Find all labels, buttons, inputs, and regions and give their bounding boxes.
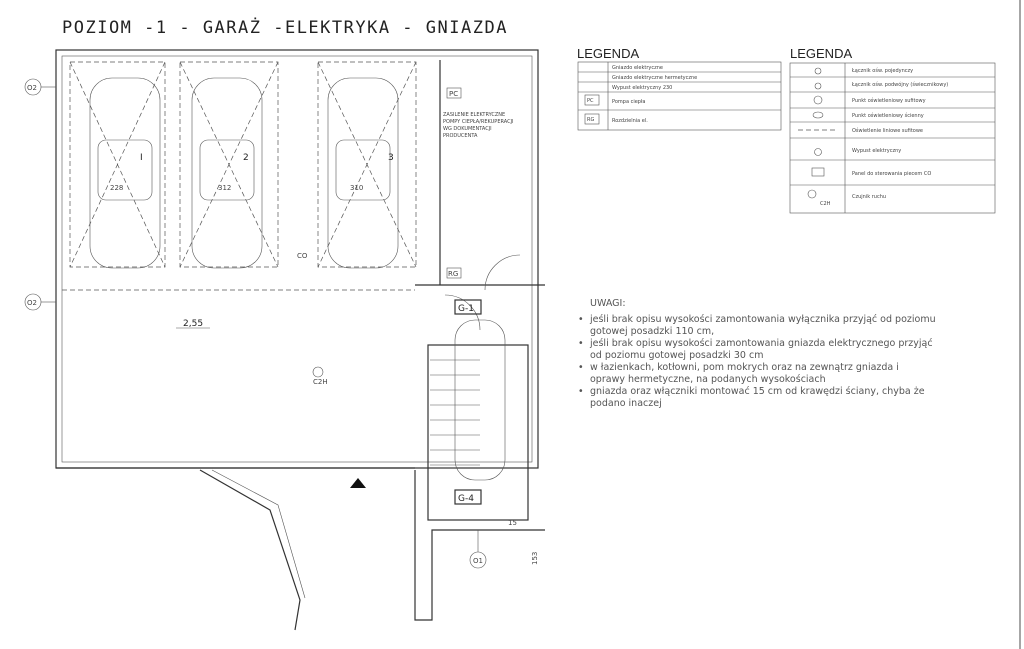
svg-text:•: • — [578, 386, 584, 397]
motion-sensor-icon — [312, 366, 324, 378]
svg-text:Wypust elektryczny: Wypust elektryczny — [852, 148, 901, 154]
dim-label: 312 — [218, 184, 231, 192]
svg-text:WG DOKUMENTACJI: WG DOKUMENTACJI — [443, 126, 492, 132]
svg-text:Łącznik ośw. podwójny (świeczn: Łącznik ośw. podwójny (świecznikowy) — [851, 81, 948, 88]
svg-text:Punkt oświetleniowy ścienny: Punkt oświetleniowy ścienny — [852, 112, 924, 119]
svg-text:UWAGI:: UWAGI: — [590, 298, 626, 309]
level-mark: 2,55 — [183, 319, 203, 329]
spot-2-label: 2 — [243, 153, 249, 163]
svg-text:•: • — [578, 338, 584, 349]
svg-text:Panel do sterowania piecem CO: Panel do sterowania piecem CO — [852, 171, 931, 177]
drawing-title: POZIOM -1 - GARAŻ -ELEKTRYKA - GNIAZDA — [62, 17, 508, 38]
co-panel-symbol: CO — [297, 252, 308, 260]
dim-label: 15 — [508, 519, 517, 527]
svg-text:POMPY CIEPŁA/REKUPERACJI: POMPY CIEPŁA/REKUPERACJI — [443, 119, 514, 125]
svg-text:podano inaczej: podano inaczej — [590, 398, 662, 409]
svg-text:O2: O2 — [27, 299, 37, 307]
distribution-board-symbol: RG — [448, 270, 458, 278]
svg-text:Gniazdo elektryczne hermetyczn: Gniazdo elektryczne hermetyczne — [612, 75, 697, 81]
garage-walls — [55, 49, 545, 631]
svg-text:Oświetlenie liniowe sufitowe: Oświetlenie liniowe sufitowe — [852, 127, 923, 134]
svg-text:gniazda oraz włączniki montowa: gniazda oraz włączniki montować 15 cm od… — [590, 386, 925, 397]
svg-text:O2: O2 — [27, 84, 37, 92]
heat-pump-symbol: PC — [449, 90, 458, 98]
svg-text:ZASILENIE ELEKTRYCZNE: ZASILENIE ELEKTRYCZNE — [443, 112, 505, 118]
svg-text:jeśli brak opisu wysokości zam: jeśli brak opisu wysokości zamontowania … — [589, 314, 936, 325]
svg-text:Czujnik ruchu: Czujnik ruchu — [852, 194, 886, 200]
svg-text:C2H: C2H — [820, 201, 831, 207]
entrance-arrow-icon — [350, 478, 366, 488]
svg-text:jeśli brak opisu wysokości zam: jeśli brak opisu wysokości zamontowania … — [589, 338, 933, 349]
svg-text:PRODUCENTA: PRODUCENTA — [443, 133, 478, 139]
svg-text:Rozdzielnia el.: Rozdzielnia el. — [612, 118, 648, 124]
svg-text:•: • — [578, 362, 584, 373]
parking-spots: I 2 3 228 312 310 — [69, 61, 417, 269]
svg-text:Wypust elektryczny 230: Wypust elektryczny 230 — [612, 85, 672, 91]
svg-text:Łącznik ośw. pojedynczy: Łącznik ośw. pojedynczy — [851, 67, 913, 74]
svg-text:LEGENDA: LEGENDA — [790, 46, 852, 61]
dim-label: 228 — [110, 184, 123, 192]
svg-text:RG: RG — [587, 117, 594, 123]
svg-text:gotowej posadzki 110 cm,: gotowej posadzki 110 cm, — [590, 326, 714, 337]
legend-right: LEGENDA Łącznik ośw. pojedynczy Łącznik … — [789, 46, 996, 214]
heat-pump-note: ZASILENIE ELEKTRYCZNE POMPY CIEPŁA/REKUP… — [443, 112, 514, 139]
spot-3-label: 3 — [388, 153, 394, 163]
room-label-g1: G-1 — [458, 304, 474, 314]
grid-axes: O2 O2 O1 — [24, 78, 487, 569]
svg-text:Gniazdo elektryczne: Gniazdo elektryczne — [612, 65, 663, 71]
dim-label: 153 — [531, 552, 539, 565]
legend-left: LEGENDA Gniazdo elektryczne Gniazdo elek… — [577, 46, 782, 131]
spot-1-label: I — [140, 153, 143, 163]
svg-text:Punkt oświetleniowy sufitowy: Punkt oświetleniowy sufitowy — [852, 97, 926, 104]
room-label-g4: G-4 — [458, 494, 474, 504]
car-icon — [89, 77, 399, 269]
svg-text:oprawy hermetyczne, na podanyc: oprawy hermetyczne, na podanych wysokośc… — [590, 374, 826, 385]
svg-text:od poziomu gotowej posadzki 30: od poziomu gotowej posadzki 30 cm — [590, 350, 763, 361]
svg-text:LEGENDA: LEGENDA — [577, 46, 639, 61]
dim-label: 310 — [350, 184, 363, 192]
svg-text:Pompa ciepła: Pompa ciepła — [612, 99, 645, 105]
svg-text:•: • — [578, 314, 584, 325]
notes: UWAGI: • jeśli brak opisu wysokości zamon… — [578, 298, 936, 409]
staircase — [430, 254, 521, 481]
svg-text:PC: PC — [587, 98, 594, 104]
svg-text:O1: O1 — [473, 557, 483, 565]
svg-text:w łazienkach, kotłowni, pom mo: w łazienkach, kotłowni, pom mokrych oraz… — [590, 362, 899, 373]
sensor-label: C2H — [313, 378, 328, 386]
